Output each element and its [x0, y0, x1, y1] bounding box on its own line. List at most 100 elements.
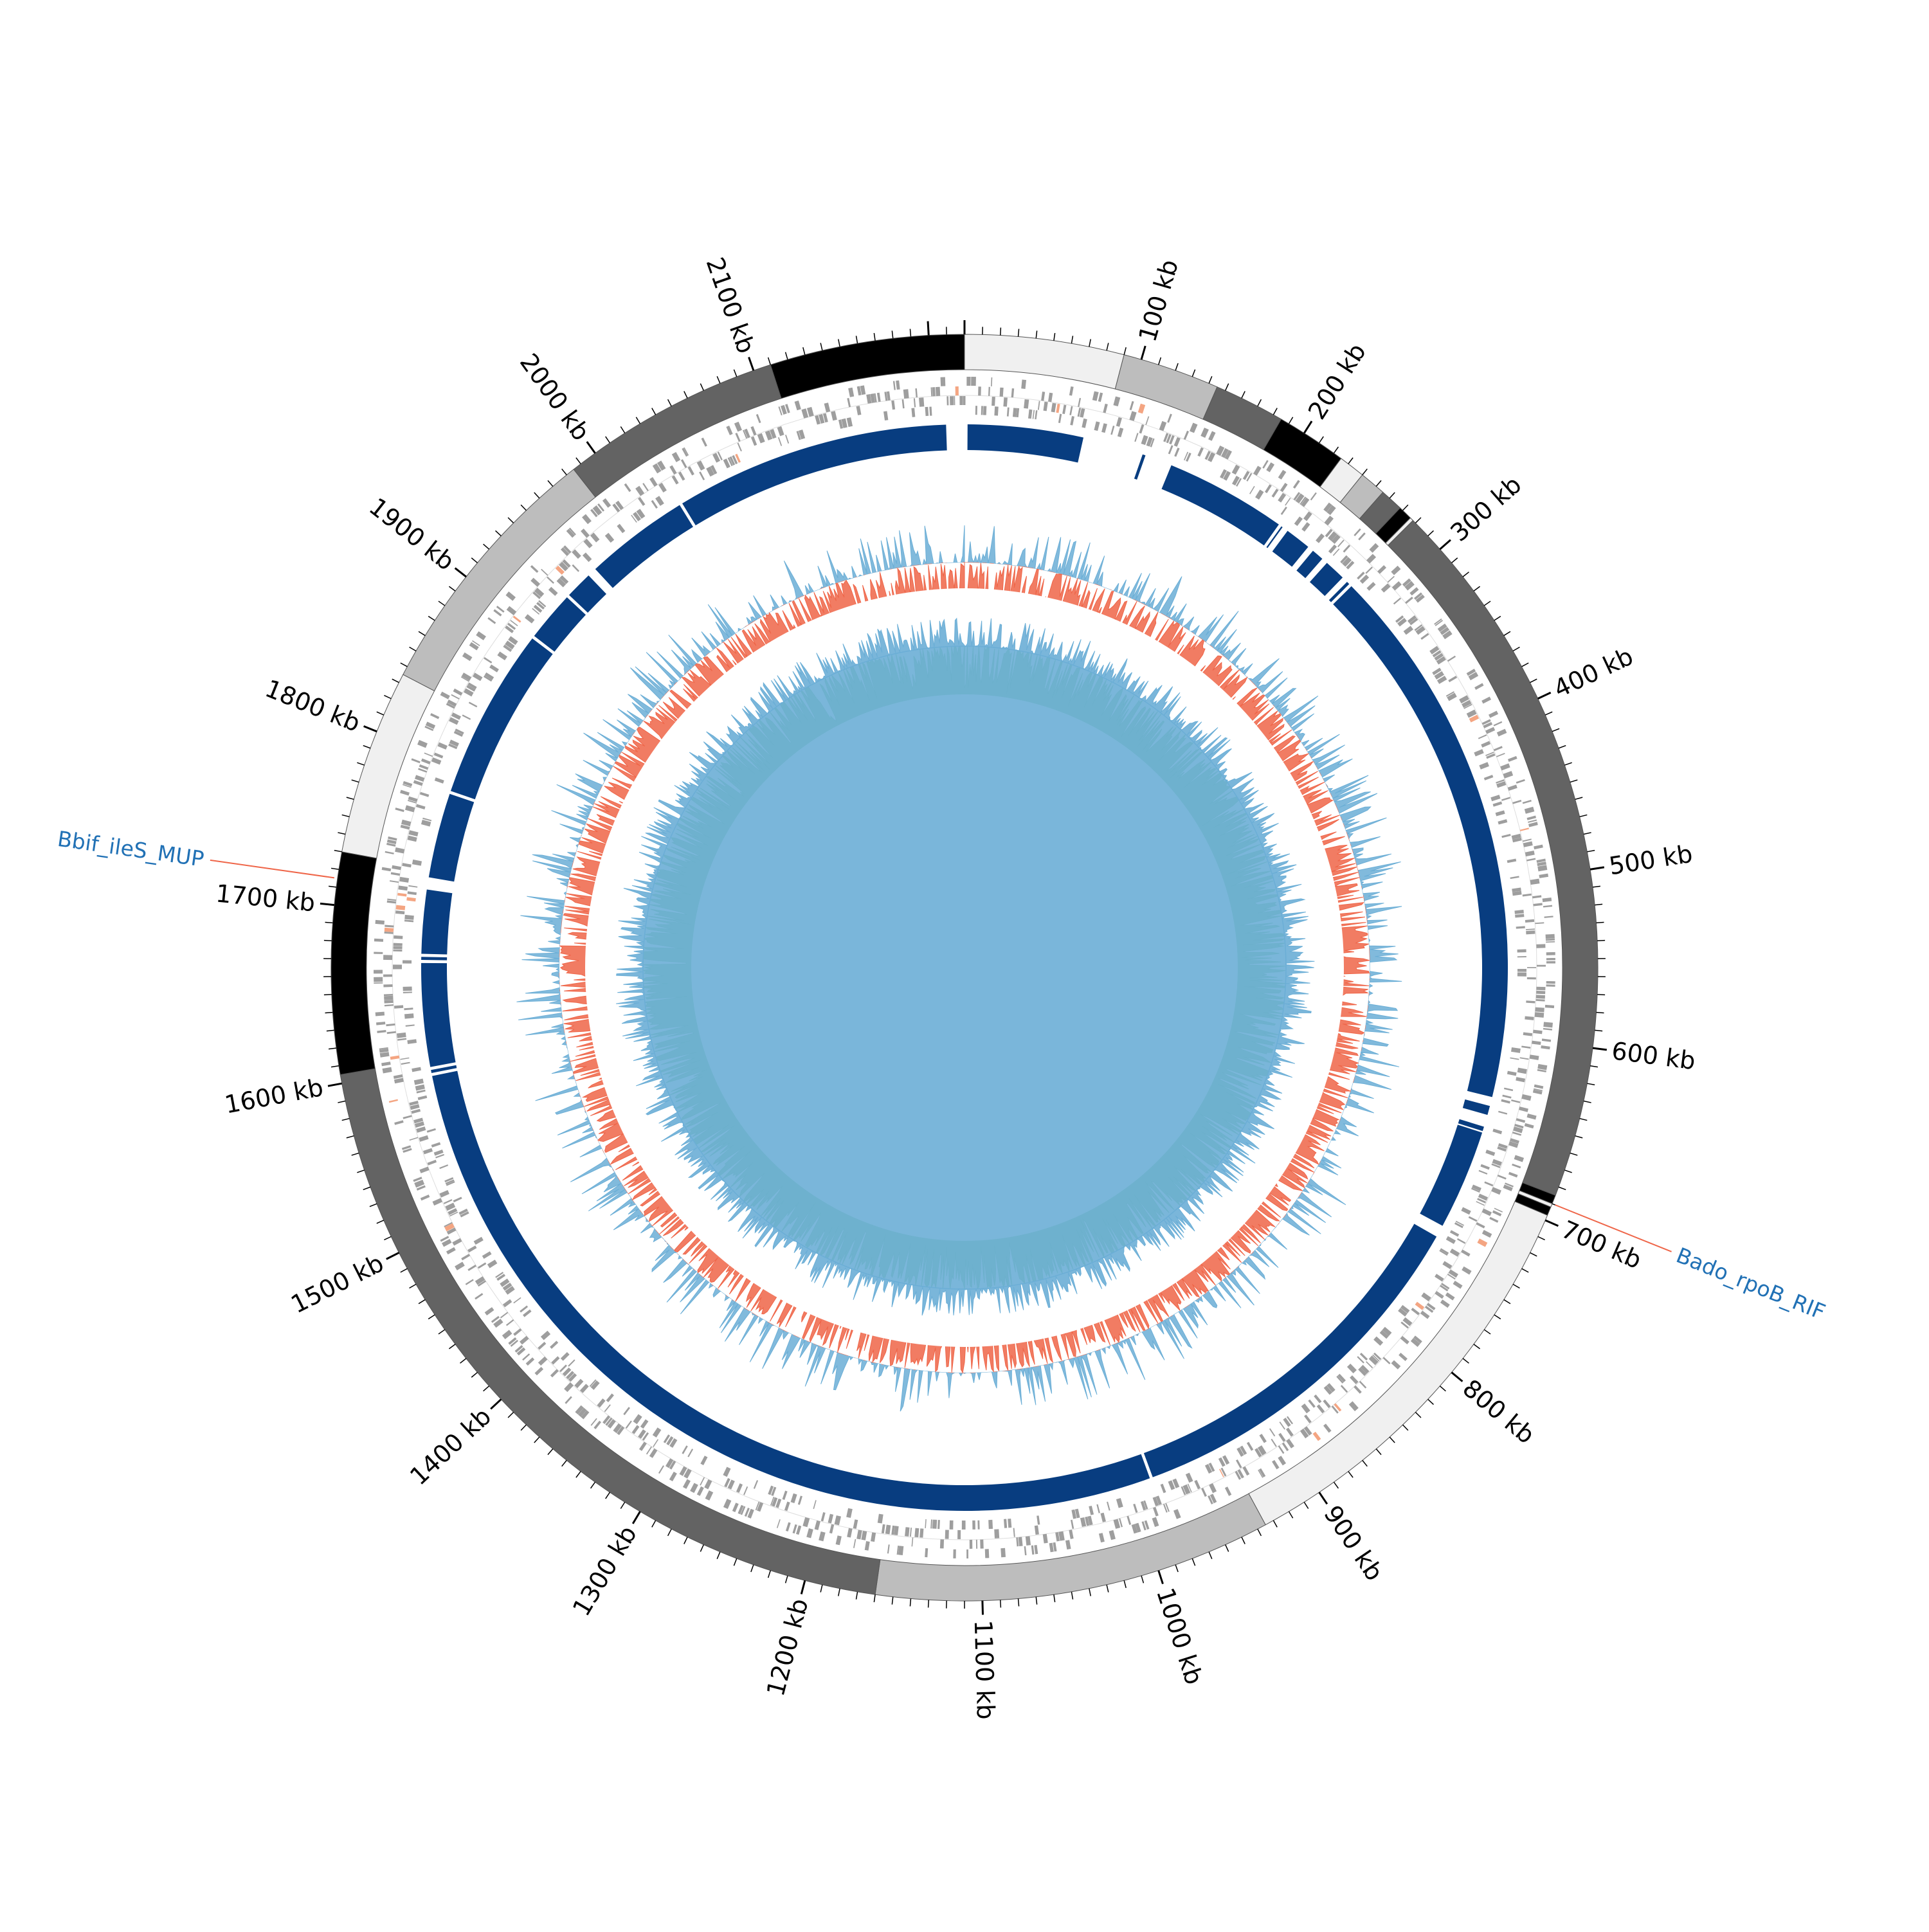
cds-feature — [1253, 466, 1262, 476]
minor-tick — [1107, 1585, 1109, 1593]
cds-feature — [572, 564, 580, 572]
minor-tick — [1036, 1597, 1037, 1605]
cds-feature — [405, 805, 415, 812]
minor-tick — [576, 1472, 581, 1478]
cds-feature — [1516, 926, 1525, 928]
cds-feature — [919, 397, 924, 407]
cds-feature — [937, 1520, 940, 1529]
minor-tick — [1192, 370, 1195, 377]
cds-feature — [473, 673, 482, 681]
minor-tick — [410, 1285, 416, 1288]
alignment-block-24 — [682, 424, 947, 525]
major-tick — [1545, 1220, 1558, 1226]
cds-feature — [403, 1115, 412, 1119]
cds-feature — [1313, 1432, 1321, 1441]
cds-feature — [1520, 1057, 1529, 1060]
cds-feature — [1337, 539, 1345, 547]
cds-feature — [1500, 763, 1510, 770]
minor-tick — [1570, 1153, 1577, 1155]
cds-feature — [793, 1524, 797, 1533]
cds-feature — [404, 1013, 414, 1018]
cds-feature — [1197, 447, 1204, 456]
cds-feature — [1255, 489, 1263, 500]
cds-feature — [1517, 949, 1526, 952]
cds-feature — [941, 377, 946, 386]
cds-feature — [1366, 582, 1375, 591]
cds-feature — [1477, 1238, 1487, 1247]
cds-feature — [1089, 1506, 1094, 1515]
cds-feature — [1543, 898, 1552, 902]
cds-feature — [395, 910, 404, 914]
cds-feature — [978, 386, 981, 395]
cds-feature — [412, 860, 422, 866]
cds-feature — [936, 387, 940, 396]
cds-feature — [1174, 437, 1181, 447]
minor-tick — [1334, 447, 1338, 453]
cds-feature — [415, 1085, 425, 1091]
cds-feature — [1153, 1507, 1159, 1517]
cds-feature — [1498, 819, 1507, 824]
cds-feature — [541, 1331, 550, 1341]
annotation-label: Bado_rpoB_RIF — [1673, 1242, 1829, 1324]
cds-feature — [1113, 397, 1120, 406]
minor-tick — [1504, 631, 1510, 635]
alignment-block-7 — [1310, 563, 1343, 596]
cds-feature — [878, 1514, 883, 1524]
cds-feature — [751, 437, 757, 446]
cds-feature — [513, 1328, 521, 1336]
cds-feature — [681, 459, 687, 468]
cds-feature — [994, 1529, 999, 1538]
cds-feature — [1537, 1064, 1547, 1070]
minor-tick — [1522, 663, 1529, 667]
cds-feature — [946, 396, 948, 405]
cds-feature — [1134, 433, 1138, 442]
cds-feature — [777, 1519, 781, 1528]
cds-feature — [1316, 534, 1325, 543]
cds-feature — [1096, 1504, 1100, 1513]
minor-tick — [717, 376, 720, 383]
cds-feature — [1494, 746, 1503, 751]
minor-tick — [1575, 797, 1583, 799]
cds-feature — [1369, 543, 1379, 553]
cds-feature — [1350, 1375, 1359, 1384]
cds-feature — [513, 1297, 521, 1304]
major-tick — [1304, 421, 1312, 433]
cds-feature — [400, 790, 410, 796]
cds-feature — [1043, 1534, 1048, 1544]
minor-tick — [700, 1545, 703, 1552]
cds-feature — [1461, 1250, 1470, 1257]
cds-feature — [421, 759, 431, 764]
minor-tick — [1522, 1268, 1529, 1272]
minor-tick — [484, 544, 489, 549]
tick-label: 2100 kb — [701, 254, 761, 357]
cds-feature — [971, 377, 976, 386]
cds-feature — [525, 614, 534, 623]
minor-tick — [684, 391, 687, 398]
cds-feature — [1510, 876, 1519, 879]
cds-feature — [1236, 1459, 1242, 1468]
cds-feature — [398, 885, 408, 890]
cds-feature — [1035, 410, 1037, 419]
major-tick — [364, 727, 377, 732]
cds-feature — [738, 443, 742, 452]
cds-feature — [735, 433, 740, 442]
cds-feature — [1232, 465, 1240, 475]
minor-tick — [392, 679, 399, 682]
minor-tick — [449, 586, 455, 591]
cds-feature — [444, 1199, 453, 1204]
cds-feature — [440, 692, 450, 700]
cds-feature — [1225, 1486, 1231, 1496]
minor-tick — [1107, 343, 1109, 350]
cds-feature — [1011, 388, 1015, 397]
cds-feature — [640, 1419, 649, 1429]
cds-feature — [972, 1521, 975, 1530]
alignment-block-1 — [968, 424, 1083, 463]
cds-feature — [416, 1126, 426, 1133]
cds-feature — [991, 377, 992, 386]
minor-tick — [548, 480, 553, 486]
alignment-block-18 — [421, 889, 452, 954]
cds-feature — [1280, 483, 1288, 492]
cds-feature — [1516, 1118, 1525, 1123]
cds-feature — [757, 433, 765, 444]
cds-feature — [1114, 1519, 1121, 1528]
